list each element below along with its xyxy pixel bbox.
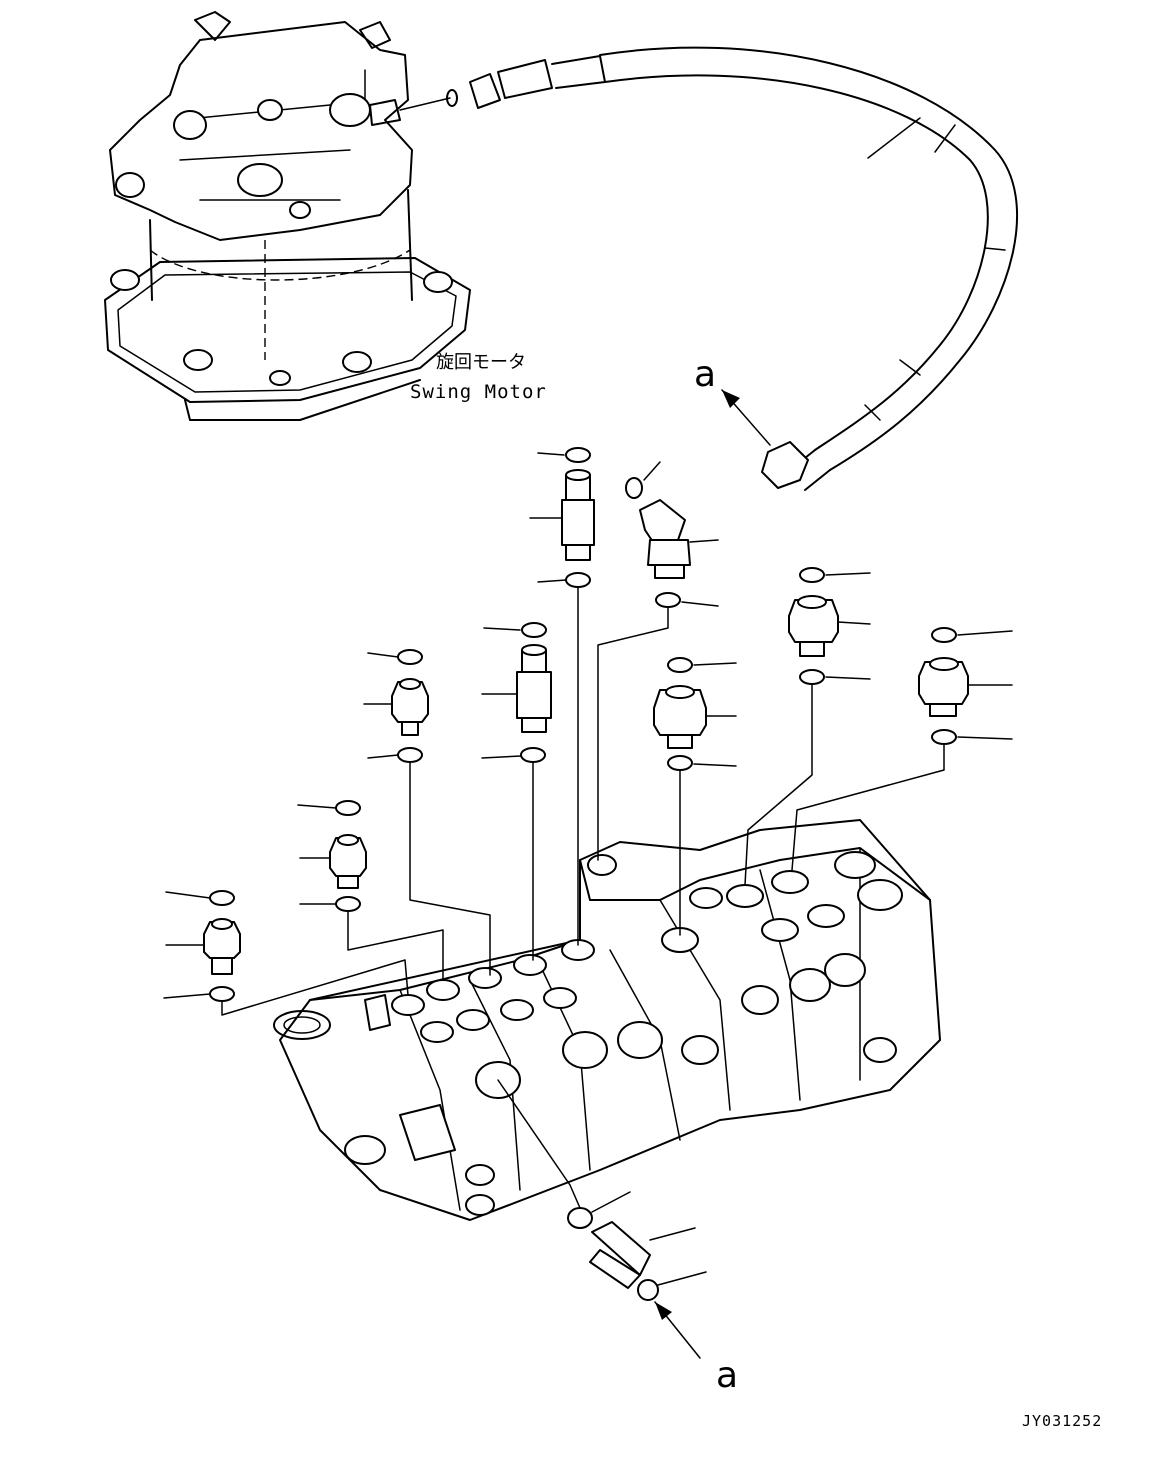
swing-motor-label-jp: 旋回モータ xyxy=(436,352,526,373)
swing-motor xyxy=(104,11,471,421)
hose xyxy=(469,46,1018,491)
ref-letter-top: a xyxy=(694,354,716,395)
connector-lines xyxy=(221,586,945,1209)
ref-arrow-top xyxy=(721,389,771,446)
fittings xyxy=(203,447,969,1301)
lifting-eye xyxy=(273,1010,331,1040)
ref-letter-bottom: a xyxy=(716,1355,738,1396)
bolt-heads xyxy=(110,269,453,386)
o-ring-motor xyxy=(446,89,458,107)
leader-lines xyxy=(163,452,1013,1286)
ref-arrow-bottom xyxy=(654,1301,701,1359)
drawing-code: JY031252 xyxy=(1022,1412,1102,1430)
swing-motor-label-en: Swing Motor xyxy=(410,381,547,403)
valve-ports xyxy=(344,851,903,1216)
hex-fittings xyxy=(203,595,969,975)
control-valve xyxy=(273,819,941,1221)
